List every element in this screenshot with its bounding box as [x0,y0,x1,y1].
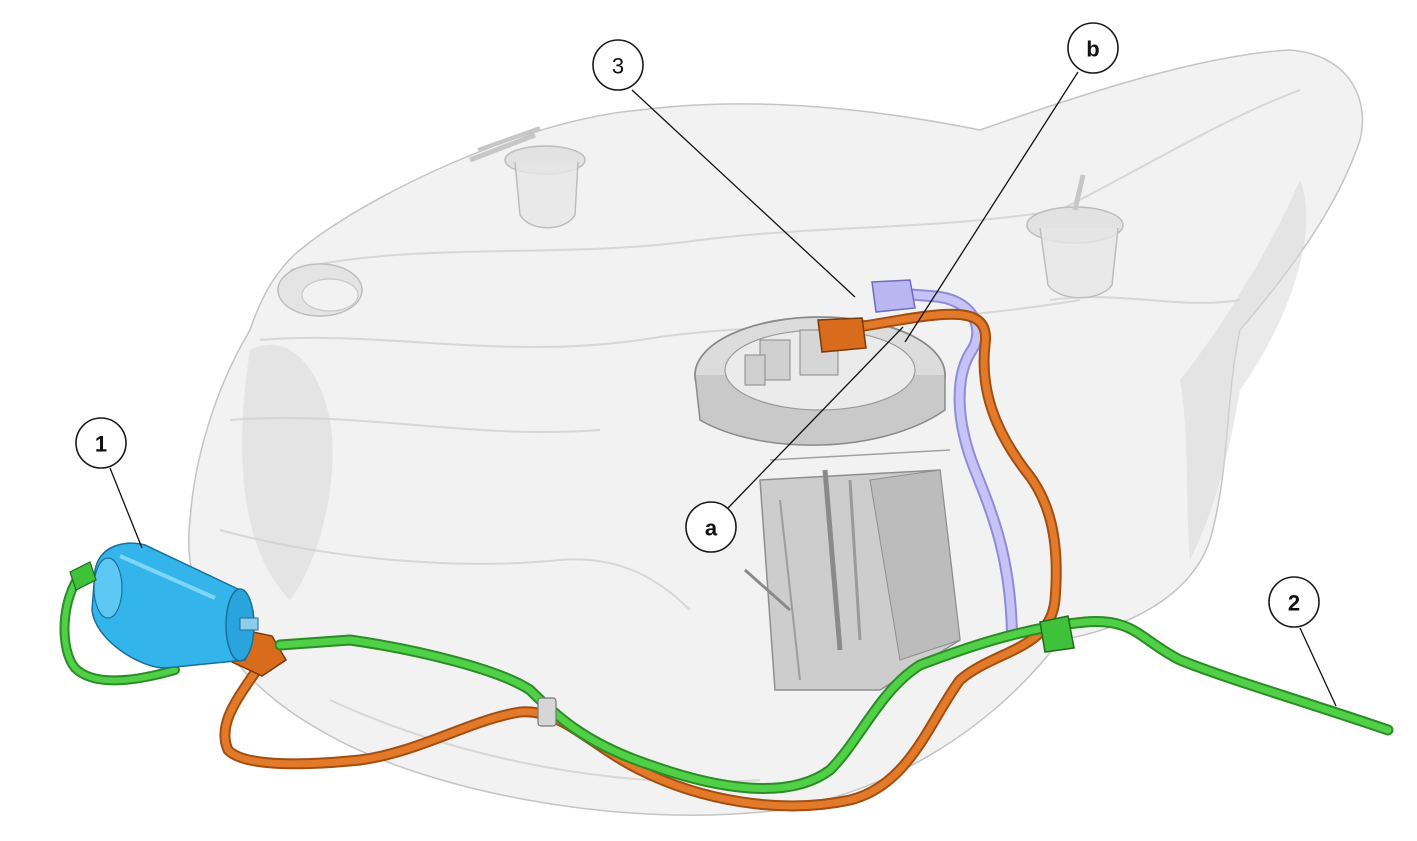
supply-connector-pump [1039,615,1075,653]
tank-shading-right [1180,180,1307,560]
tank-rib [219,529,691,611]
callout-label: a [705,516,718,541]
callout-label: 3 [612,54,624,79]
tank-rib [229,416,601,434]
fuel-filter [69,542,259,669]
leader-b [904,71,1079,343]
vent-valve-left [469,126,586,229]
return-line [219,308,1062,812]
leader-2 [1299,627,1337,707]
leader-1 [109,467,143,549]
callout-3: 3 [592,39,644,91]
leader-a [727,326,904,509]
return-connector-pump [817,317,867,353]
callout-label: 2 [1288,591,1300,616]
callout-label: 1 [95,432,107,457]
callout-a: a [685,501,737,553]
callout-1: 1 [75,417,127,469]
fuel-pump-module [694,316,961,691]
tank-rib [1059,89,1301,211]
callout-label: b [1086,37,1099,62]
leader-3 [631,89,856,298]
callout-b: b [1067,22,1119,74]
supply-line [59,567,1394,794]
vent-connector [871,279,916,313]
tank-rib [289,209,1061,271]
vent-valve-right [1026,174,1124,299]
leader-lines [109,71,1337,707]
callout-2: 2 [1268,576,1320,628]
filler-neck [277,263,363,317]
pipe-clip [537,697,557,727]
tank-shading-left [242,344,333,600]
